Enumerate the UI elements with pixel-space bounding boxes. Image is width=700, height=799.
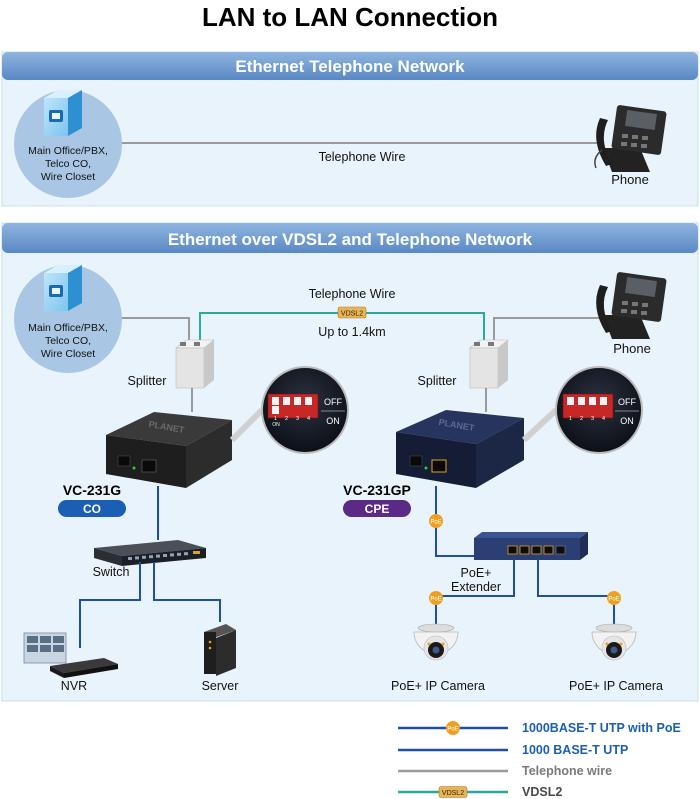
dip-left-off: OFF [324, 397, 342, 407]
section2-phone-label: Phone [613, 341, 651, 356]
dip-left-sw3: 3 [296, 416, 299, 422]
cpe-to-extender-wire [435, 486, 474, 557]
switch-icon [94, 540, 206, 566]
camera-right-icon [591, 623, 637, 661]
vc231gp-model: VC-231GP [343, 482, 411, 498]
extender-to-camera-right-wire [537, 560, 615, 626]
section1-office-line2: Telco CO, [45, 158, 91, 170]
vc231g-device-icon: PLANET [106, 412, 232, 488]
dip-left-on: ON [326, 416, 340, 426]
legend-poe-tag: PoE [447, 727, 458, 733]
poe-dot-camera-left-label: PoE [430, 597, 441, 603]
dip-switch-right-icon [555, 366, 643, 454]
dip-right-sw4: 4 [602, 416, 605, 422]
section2-header: Ethernet over VDSL2 and Telephone Networ… [168, 230, 533, 249]
vdsl2-tag-box [337, 306, 367, 319]
splitter-left-icon [175, 339, 215, 389]
poe-dot-camera-right: PoE [607, 591, 621, 605]
legend-utp-label: 1000 BASE-T UTP [522, 743, 628, 757]
poe-dot-camera-right-label: PoE [608, 597, 619, 603]
section2-telephone-wires [118, 317, 600, 345]
section1-header: Ethernet Telephone Network [235, 57, 465, 76]
splitter-right-label: Splitter [418, 374, 457, 388]
section1-wire-label: Telephone Wire [319, 150, 406, 164]
dip-right-pointer [521, 407, 559, 443]
co-badge: CO [83, 502, 101, 516]
section1-phone-label: Phone [611, 172, 649, 187]
section1-office-line3: Wire Closet [41, 171, 95, 183]
poe-dot-cpe: PoE [429, 514, 443, 528]
dip-switch-left-icon [261, 366, 349, 454]
office-cube-icon [44, 90, 82, 136]
dip-left-pointer [229, 407, 265, 443]
dip-left-sw2: 2 [285, 416, 288, 422]
server-label: Server [202, 679, 239, 693]
vc231g-model: VC-231G [63, 482, 121, 498]
server-icon [204, 624, 236, 676]
section2-office-line1: Main Office/PBX, [28, 322, 108, 334]
co-badge-bg [58, 500, 126, 517]
cpe-badge-bg [343, 500, 411, 517]
dip-right-on: ON [620, 416, 634, 426]
dip-right-off: OFF [618, 397, 636, 407]
dip-left-sw1: 1 [274, 416, 277, 422]
legend: PoE 1000BASE-T UTP with PoE 1000 BASE-T … [398, 721, 681, 799]
legend-vdsl2-box [438, 786, 468, 798]
camera-right-label: PoE+ IP Camera [569, 679, 663, 693]
office-cube-icon [44, 265, 82, 311]
distance-label: Up to 1.4km [318, 325, 385, 339]
nvr-label: NVR [61, 679, 87, 693]
poe-extender-icon [474, 532, 588, 560]
section1-office: Main Office/PBX, Telco CO, Wire Closet [14, 90, 122, 198]
section2-office-line3: Wire Closet [41, 348, 95, 360]
legend-poe-label: 1000BASE-T UTP with PoE [522, 721, 681, 735]
legend-vdsl2-tag: VDSL2 [442, 790, 464, 797]
poe-dot-cpe-label: PoE [430, 520, 441, 526]
splitter-left-label: Splitter [128, 374, 167, 388]
page-title: LAN to LAN Connection [202, 2, 498, 32]
phone-icon [596, 272, 667, 339]
dip-left-sw4: 4 [307, 416, 310, 422]
poe-dot-camera-left: PoE [429, 591, 443, 605]
switch-to-nvr-wire [79, 562, 141, 648]
dip-right-sw3: 3 [591, 416, 594, 422]
legend-vdsl2-label: VDSL2 [522, 785, 562, 799]
switch-label: Switch [93, 565, 130, 579]
extender-label-line2: Extender [451, 580, 501, 594]
vdsl2-tag: VDSL2 [341, 311, 363, 318]
extender-to-camera-left-wire [435, 560, 515, 626]
legend-poe-dot [446, 721, 460, 735]
dip-right-sw1: 1 [569, 416, 572, 422]
dip-right-sw2: 2 [580, 416, 583, 422]
legend-telephone-label: Telephone wire [522, 764, 612, 778]
section2-wire-label: Telephone Wire [309, 287, 396, 301]
splitter-right-icon [469, 339, 509, 389]
cpe-badge: CPE [365, 502, 390, 516]
vc231gp-device-icon: PLANET [396, 410, 524, 488]
switch-to-server-wire [153, 562, 221, 622]
section2-header-band [2, 223, 698, 253]
camera-left-label: PoE+ IP Camera [391, 679, 485, 693]
section2-office-line2: Telco CO, [45, 335, 91, 347]
section1-header-band [2, 52, 698, 80]
phone-icon [594, 105, 667, 172]
section2-office: Main Office/PBX, Telco CO, Wire Closet [14, 265, 122, 373]
camera-left-icon [413, 623, 459, 661]
nvr-icon [23, 632, 118, 678]
extender-label-line1: PoE+ [461, 566, 492, 580]
section1-office-line1: Main Office/PBX, [28, 145, 108, 157]
dip-left-on-mark: ON [272, 422, 280, 428]
